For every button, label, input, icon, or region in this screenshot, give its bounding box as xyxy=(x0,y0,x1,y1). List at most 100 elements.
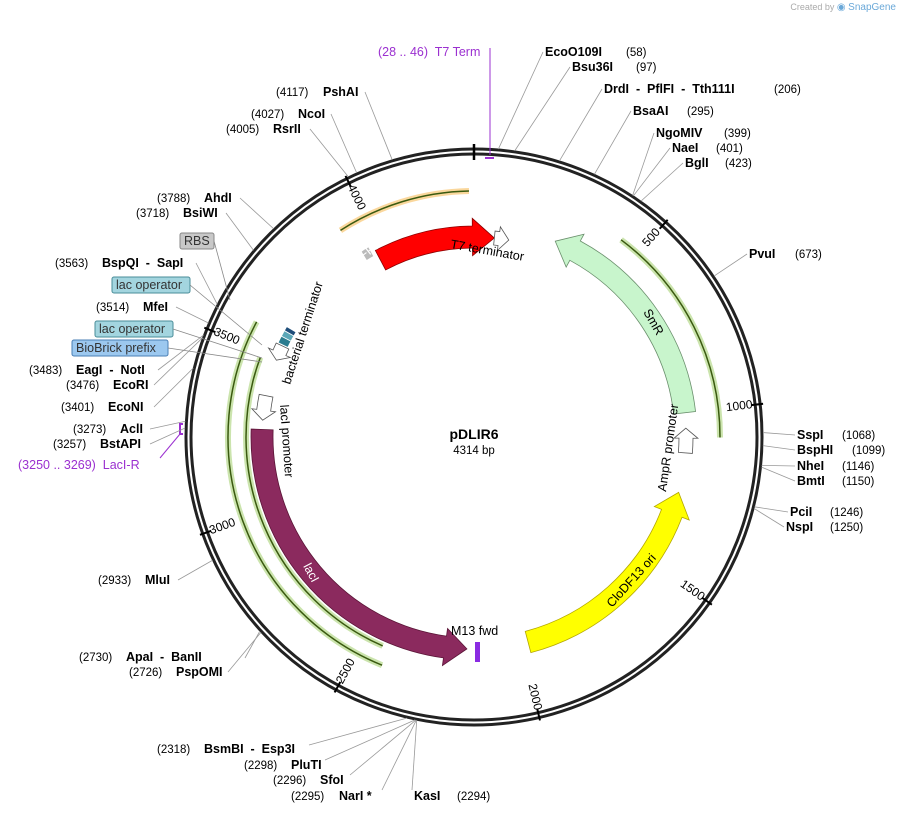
enzyme-label[interactable]: PspOMI xyxy=(176,665,223,679)
rbs-label: RBS xyxy=(184,234,210,248)
enzyme-position: (3514) xyxy=(96,302,129,314)
snapgene-watermark: Created by ◉ SnapGene xyxy=(790,2,896,13)
enzyme-position: (3401) xyxy=(61,402,94,414)
enzyme-label[interactable]: BsaAI xyxy=(633,104,668,118)
enzyme-position: (2296) xyxy=(273,775,306,787)
enzyme-label[interactable]: EcoNI xyxy=(108,400,143,414)
tick-mark xyxy=(658,219,669,230)
enzyme-label[interactable]: ApaI - BanII xyxy=(126,650,202,664)
lac-operator-label: lac operator xyxy=(116,278,182,292)
regulatory-block[interactable] xyxy=(278,336,291,347)
enzyme-position: (3257) xyxy=(53,439,86,451)
enzyme-position: (401) xyxy=(716,143,743,155)
enzyme-leader xyxy=(349,719,417,776)
enzyme-label[interactable]: PshAI xyxy=(323,85,358,99)
enzyme-label[interactable]: NaeI xyxy=(672,141,698,155)
enzyme-leader xyxy=(761,464,796,467)
enzyme-position: (1068) xyxy=(842,430,875,442)
enzyme-label[interactable]: NarI * xyxy=(339,789,372,803)
enzyme-position: (3563) xyxy=(55,258,88,270)
enzyme-position: (4027) xyxy=(251,109,284,121)
enzyme-label[interactable]: NgoMIV xyxy=(656,126,703,140)
laci-promoter-label: lacI promoter xyxy=(277,404,296,478)
m13-fwd-label: M13 fwd xyxy=(451,624,498,638)
enzyme-leader xyxy=(330,113,358,174)
laci-r-primer-line xyxy=(159,433,181,459)
t7-terminator-feature[interactable] xyxy=(493,225,510,252)
regulatory-block[interactable] xyxy=(281,331,294,341)
tick-mark xyxy=(751,402,764,407)
enzyme-position: (3483) xyxy=(29,365,62,377)
laci-r-primer-mark[interactable] xyxy=(179,423,183,435)
enzyme-label[interactable]: BglI xyxy=(685,156,709,170)
enzyme-position: (2295) xyxy=(291,791,324,803)
enzyme-label[interactable]: PluTI xyxy=(291,758,322,772)
enzyme-label[interactable]: NspI xyxy=(786,520,813,534)
enzyme-label[interactable]: NcoI xyxy=(298,107,325,121)
tick-mark xyxy=(536,708,541,721)
regulatory-block[interactable] xyxy=(361,247,374,260)
ampr-promoter-feature[interactable] xyxy=(673,427,700,454)
lac-operator-leader xyxy=(189,284,263,346)
enzyme-leader xyxy=(149,427,186,445)
enzyme-leader xyxy=(632,132,655,196)
tick-mark xyxy=(344,175,352,188)
enzyme-leader xyxy=(153,367,194,408)
enzyme-label[interactable]: BspHI xyxy=(797,443,833,457)
enzyme-label[interactable]: SfoI xyxy=(320,773,344,787)
bacterial-terminator-feature[interactable] xyxy=(267,342,292,361)
enzyme-leader xyxy=(594,110,632,175)
enzyme-position: (58) xyxy=(626,47,647,59)
enzyme-label[interactable]: AclI xyxy=(120,422,143,436)
enzyme-label[interactable]: PvuI xyxy=(749,247,775,261)
enzyme-position: (3476) xyxy=(66,380,99,392)
enzyme-label[interactable]: SspI xyxy=(797,428,823,442)
enzyme-label[interactable]: Bsu36I xyxy=(572,60,613,74)
enzyme-label[interactable]: RsrII xyxy=(273,122,301,136)
smr-feature[interactable] xyxy=(554,233,696,415)
enzyme-position: (2933) xyxy=(98,575,131,587)
laci-orf-arc-inner[interactable] xyxy=(245,357,383,647)
enzyme-leader xyxy=(713,253,748,277)
enzyme-label[interactable]: EagI - NotI xyxy=(76,363,145,377)
regulatory-block[interactable] xyxy=(284,327,296,336)
enzyme-label[interactable]: MfeI xyxy=(143,300,168,314)
side-feature-boxes: RBS lac operator lac operator BioBrick p… xyxy=(71,232,263,363)
enzyme-label[interactable]: AhdI xyxy=(204,191,232,205)
mrfp1-orf-arc[interactable] xyxy=(340,190,469,232)
enzyme-label[interactable]: BsmBI - Esp3I xyxy=(204,742,295,756)
enzyme-label[interactable]: BmtI xyxy=(797,474,825,488)
enzyme-label[interactable]: EcoRI xyxy=(113,378,148,392)
enzyme-position: (2726) xyxy=(129,667,162,679)
laci-feature[interactable] xyxy=(250,428,468,667)
ampr-promoter-label: AmpR promoter xyxy=(655,403,681,492)
enzyme-leader xyxy=(633,147,671,197)
enzyme-leader xyxy=(153,337,203,386)
enzyme-label[interactable]: KasI xyxy=(414,789,440,803)
enzyme-leader xyxy=(324,719,416,761)
enzyme-leader xyxy=(175,306,209,324)
plasmid-name: pDLIR6 xyxy=(450,426,499,442)
enzyme-label[interactable]: BstAPI xyxy=(100,437,141,451)
enzyme-position: (206) xyxy=(774,84,801,96)
primer-label-laci-r[interactable]: (3250 .. 3269) LacI-R xyxy=(18,458,140,472)
enzyme-label[interactable]: NheI xyxy=(797,459,824,473)
clodf13-ori-feature[interactable] xyxy=(524,491,690,654)
enzyme-labels-left: (2295) NarI * (2296) SfoI (2298) PluTI (… xyxy=(29,85,372,803)
enzyme-position: (295) xyxy=(687,106,714,118)
enzyme-label[interactable]: DrdI - PflFI - Tth111I xyxy=(604,82,735,96)
primer-label-t7-term[interactable]: (28 .. 46) T7 Term xyxy=(378,45,480,59)
tick-label: 4000 xyxy=(345,182,369,212)
enzyme-label[interactable]: EcoO109I xyxy=(545,45,602,59)
laci-promoter-feature[interactable] xyxy=(250,393,277,421)
enzyme-label[interactable]: BspQI - SapI xyxy=(102,256,183,270)
m13-fwd-marker[interactable] xyxy=(475,642,480,662)
enzyme-leader xyxy=(308,717,407,746)
enzyme-label[interactable]: BsiWI xyxy=(183,206,218,220)
enzyme-position: (3273) xyxy=(73,424,106,436)
enzyme-label[interactable]: PciI xyxy=(790,505,812,519)
enzyme-label[interactable]: MluI xyxy=(145,573,170,587)
laci-orf-arc-outer[interactable] xyxy=(227,321,383,666)
smr-orf-arc[interactable] xyxy=(620,239,721,438)
